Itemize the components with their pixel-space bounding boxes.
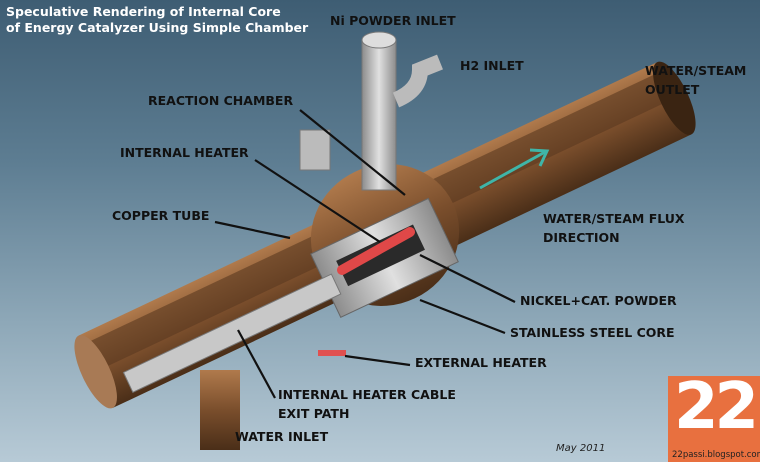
ni-powder-inlet-pipe: [361, 39, 397, 191]
label-line: WATER/STEAM FLUX: [543, 211, 685, 226]
label-line: DIRECTION: [543, 230, 620, 245]
label-copper-tube: COPPER TUBE: [112, 208, 210, 223]
label-flux-direction: WATER/STEAM FLUX DIRECTION: [543, 209, 685, 247]
logo-url: 22passi.blogspot.com: [672, 450, 760, 460]
label-reaction-chamber: REACTION CHAMBER: [148, 93, 294, 108]
title-line: of Energy Catalyzer Using Simple Chamber: [6, 20, 309, 35]
date-label: May 2011: [556, 443, 606, 454]
label-internal-heater: INTERNAL HEATER: [120, 145, 249, 160]
internal-heater: [337, 227, 415, 275]
diagram-title: Speculative Rendering of Internal Core o…: [6, 4, 308, 36]
flux-arrow: [479, 150, 546, 190]
label-nickel-powder: NICKEL+CAT. POWDER: [520, 293, 677, 308]
label-line: INTERNAL HEATER CABLE: [278, 387, 456, 402]
label-line: WATER/STEAM: [645, 63, 747, 78]
label-water-steam-outlet: WATER/STEAM OUTLET: [645, 61, 746, 99]
label-water-inlet: WATER INLET: [235, 429, 329, 444]
external-heater: [318, 350, 346, 356]
label-external-heater: EXTERNAL HEATER: [415, 355, 547, 370]
logo: 22 22passi.blogspot.com: [668, 370, 760, 462]
logo-number: 22: [674, 370, 759, 444]
label-line: EXIT PATH: [278, 406, 350, 421]
h2-inlet-pipe: [392, 54, 443, 108]
title-line: Speculative Rendering of Internal Core: [6, 4, 281, 19]
label-h2-inlet: H2 INLET: [460, 58, 524, 73]
label-cable-exit: INTERNAL HEATER CABLE EXIT PATH: [278, 385, 456, 423]
label-ni-powder-inlet: Ni POWDER INLET: [330, 13, 456, 28]
stainless-steel-core: [122, 197, 459, 393]
water-inlet-pipe: [200, 370, 240, 450]
label-stainless-core: STAINLESS STEEL CORE: [510, 325, 675, 340]
label-line: OUTLET: [645, 82, 700, 97]
leader-lines: [214, 109, 516, 399]
